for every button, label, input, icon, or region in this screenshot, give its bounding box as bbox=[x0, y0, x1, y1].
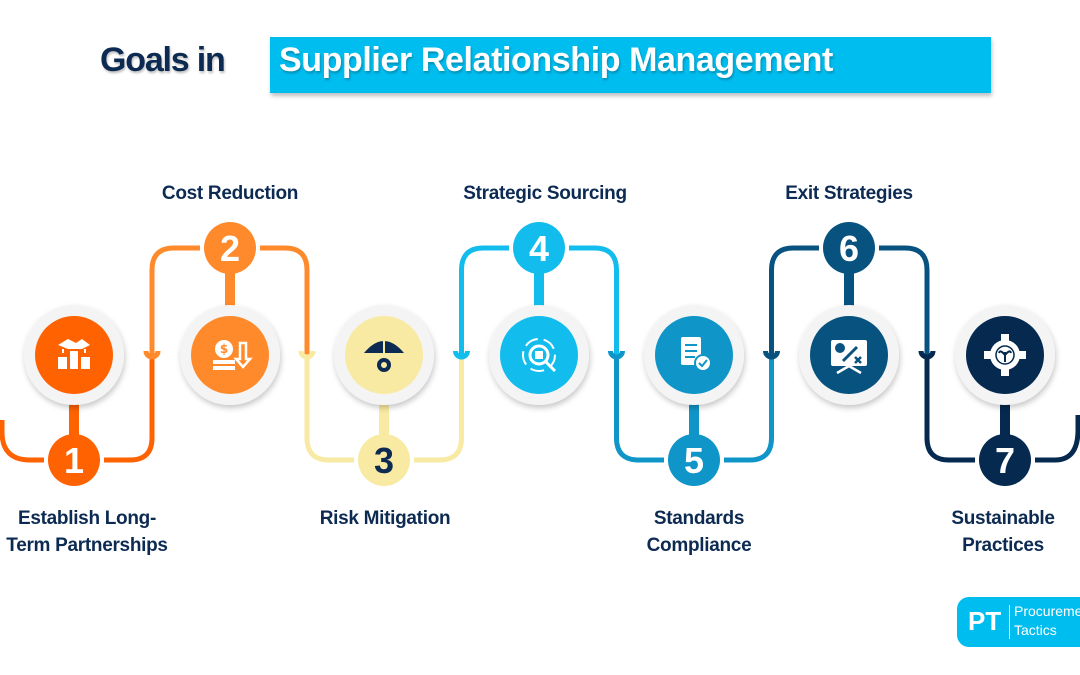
step-6-left-arm bbox=[769, 245, 819, 355]
step-6-number-circle bbox=[823, 222, 875, 274]
step-2-label-line1: Cost Reduction bbox=[161, 183, 299, 204]
step-7-number-circle bbox=[979, 434, 1031, 486]
logo-initials: PT bbox=[968, 606, 1002, 636]
step-3-left-arm bbox=[304, 355, 354, 463]
step-6-number: 6 bbox=[839, 228, 859, 269]
step-label-3: Risk Mitigation bbox=[255, 505, 515, 532]
step-5-number-circle bbox=[668, 434, 720, 486]
step-1-number-circle bbox=[48, 434, 100, 486]
step-7-right-arm bbox=[1035, 415, 1080, 463]
step-label-7: Sustainable Practices bbox=[873, 505, 1080, 559]
step-7-label-line2: Practices bbox=[962, 535, 1044, 556]
step-1-number: 1 bbox=[64, 440, 84, 481]
step-3-number: 3 bbox=[374, 440, 394, 481]
step-5-label-line1: Standards bbox=[653, 508, 745, 529]
step-4-left-arm bbox=[459, 245, 509, 355]
step-5-joint bbox=[608, 350, 625, 360]
umbrella-gear-icon bbox=[364, 335, 404, 372]
step-4-number: 4 bbox=[529, 228, 549, 269]
step-3-label-line1: Risk Mitigation bbox=[319, 508, 451, 529]
logo-line2: Tactics bbox=[1014, 622, 1057, 638]
step-label-6: Exit Strategies bbox=[719, 180, 979, 207]
step-7-number: 7 bbox=[995, 440, 1015, 481]
step-3-icon-circle bbox=[345, 316, 423, 394]
strategy-board-icon bbox=[831, 340, 867, 375]
step-4-label-line1: Strategic Sourcing bbox=[463, 183, 627, 204]
title-plain-text: Goals in bbox=[100, 41, 226, 79]
step-3-number-circle bbox=[358, 434, 410, 486]
step-label-1: Establish Long- Term Partnerships bbox=[0, 505, 217, 559]
step-7-label-line1: Sustainable bbox=[951, 508, 1055, 529]
step-1-left-arm bbox=[0, 420, 44, 463]
step-4-joint bbox=[453, 350, 470, 360]
step-label-2: Cost Reduction bbox=[100, 180, 360, 207]
step-6-label-line1: Exit Strategies bbox=[785, 183, 913, 204]
step-label-5: Standards Compliance bbox=[569, 505, 829, 559]
step-1-label-line1: Establish Long- bbox=[17, 508, 156, 529]
procurement-tactics-logo: PT Procurement Tactics bbox=[957, 597, 1080, 647]
checklist-certificate-icon bbox=[681, 337, 712, 372]
page-title: Goals in Supplier Relationship Managemen… bbox=[0, 37, 1080, 95]
step-5-right-arm bbox=[724, 355, 774, 463]
handshake-growth-icon bbox=[58, 339, 90, 369]
step-2-number: 2 bbox=[220, 228, 240, 269]
step-3-right-arm bbox=[414, 355, 464, 463]
step-7-left-arm bbox=[924, 355, 975, 463]
step-5-label-line2: Compliance bbox=[646, 535, 752, 556]
step-6-joint bbox=[763, 350, 780, 360]
step-5-left-arm bbox=[614, 355, 664, 463]
logo-line1: Procurement bbox=[1014, 603, 1080, 619]
step-4-number-circle bbox=[513, 222, 565, 274]
svg-text:$: $ bbox=[220, 342, 228, 356]
step-2-left-arm bbox=[149, 245, 200, 355]
logo-divider bbox=[1009, 605, 1010, 639]
step-7-joint bbox=[918, 350, 936, 360]
step-1-label-line2: Term Partnerships bbox=[6, 535, 168, 556]
step-2-number-circle bbox=[204, 222, 256, 274]
step-6-right-arm bbox=[879, 245, 930, 355]
target-box-search-icon bbox=[522, 338, 557, 373]
step-2-joint bbox=[143, 350, 161, 360]
title-highlight-text: Supplier Relationship Management bbox=[279, 41, 833, 79]
dollar-coins-down-arrow-icon: $ bbox=[213, 340, 253, 370]
step-4-right-arm bbox=[569, 245, 619, 355]
gear-plant-cycle-icon bbox=[984, 334, 1026, 376]
title-highlight-box bbox=[270, 37, 991, 93]
step-label-4: Strategic Sourcing bbox=[415, 180, 675, 207]
step-1-right-arm bbox=[104, 355, 155, 463]
step-5-number: 5 bbox=[684, 440, 704, 481]
step-3-joint bbox=[298, 350, 316, 360]
step-2-right-arm bbox=[260, 245, 310, 355]
